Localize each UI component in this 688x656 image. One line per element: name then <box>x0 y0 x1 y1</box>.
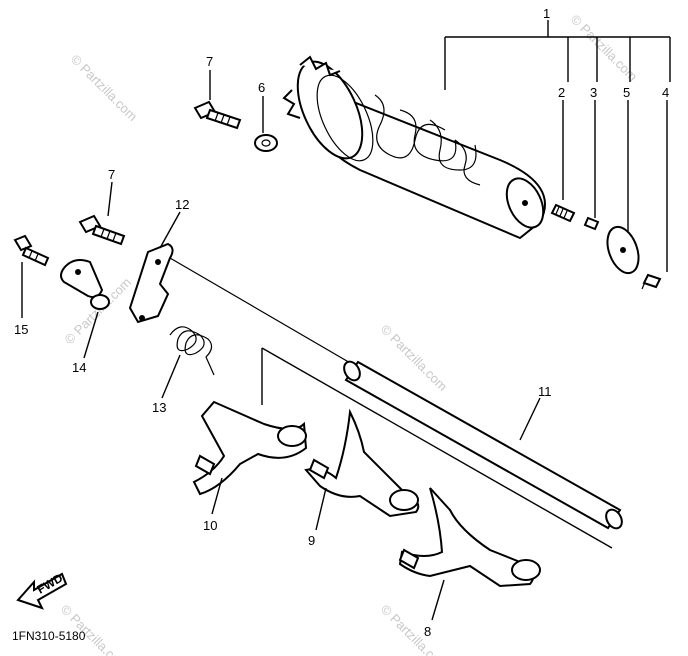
callout-7-left: 7 <box>108 167 115 182</box>
shift-fork-8 <box>398 487 541 588</box>
bolt-7-top <box>193 100 242 130</box>
bracket-line <box>261 347 613 549</box>
diagram-code: 1FN310-5180 <box>12 629 86 643</box>
callout-13: 13 <box>152 400 166 415</box>
drum-end-parts <box>550 203 662 290</box>
washer-6 <box>254 134 278 152</box>
callout-8: 8 <box>424 624 431 639</box>
callout-lines <box>21 20 671 621</box>
callout-1: 1 <box>543 6 550 21</box>
callout-10: 10 <box>203 518 217 533</box>
callout-3: 3 <box>590 85 597 100</box>
callout-12: 12 <box>175 197 189 212</box>
callout-11: 11 <box>538 384 552 399</box>
fwd-arrow: FWD <box>16 571 68 610</box>
callout-2: 2 <box>558 85 565 100</box>
spring-13 <box>169 326 215 376</box>
shift-lever-12 <box>128 242 174 324</box>
bolt-7-left <box>78 214 126 246</box>
callout-5: 5 <box>623 85 630 100</box>
watermark: © Partzilla.com <box>378 602 451 656</box>
callout-labels: 1 2 3 5 4 7 6 7 12 15 14 13 11 10 9 8 <box>14 6 669 639</box>
shift-fork-10 <box>192 400 308 496</box>
callout-6: 6 <box>258 80 265 95</box>
shift-fork-shaft-11 <box>343 360 623 530</box>
shift-drum <box>282 55 546 240</box>
shift-fork-9 <box>304 408 420 518</box>
callout-7-top: 7 <box>206 54 213 69</box>
watermark: © Partzilla.com <box>68 52 141 125</box>
bolt-15 <box>13 234 50 267</box>
callout-14: 14 <box>72 360 86 375</box>
callout-9: 9 <box>308 533 315 548</box>
callout-4: 4 <box>662 85 669 100</box>
callout-15: 15 <box>14 322 28 337</box>
stopper-lever-14 <box>60 259 110 310</box>
